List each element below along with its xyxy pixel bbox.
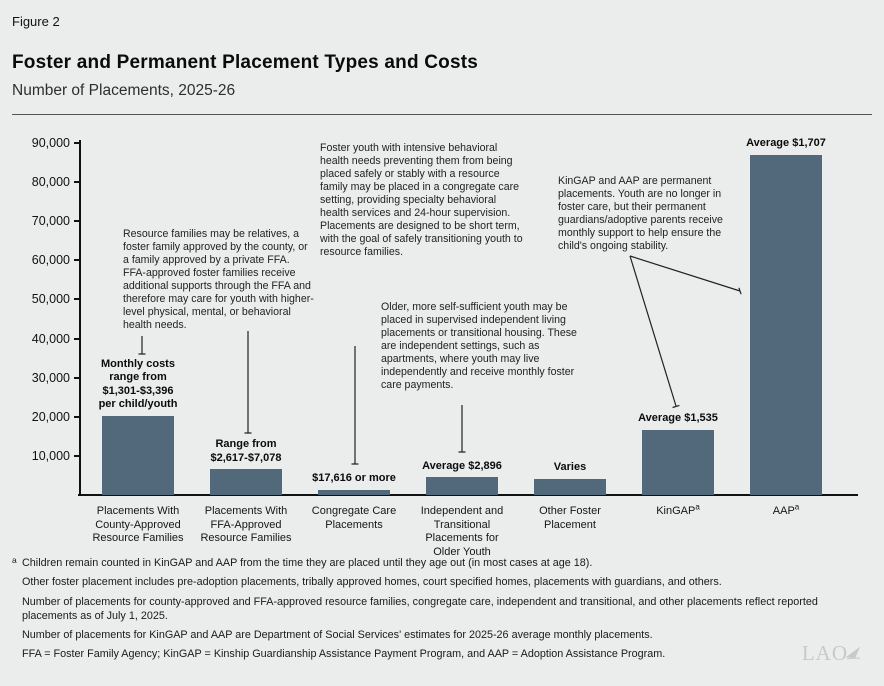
y-tick-label: 20,000 — [31, 409, 70, 424]
leader-line-independent — [458, 405, 466, 453]
y-tick-label: 70,000 — [31, 214, 70, 229]
y-tick — [74, 376, 80, 379]
category-label: Other Foster Placement — [539, 505, 601, 531]
category-label: Independent and Transitional Placements … — [420, 505, 504, 558]
y-tick-label: 10,000 — [31, 448, 70, 463]
bar — [750, 154, 822, 495]
footnote-a: a Children remain counted in KinGAP and … — [12, 555, 868, 570]
bar-value-label: Range from $2,617-$7,078 — [210, 438, 282, 464]
category-label: Congregate Care Placements — [311, 505, 397, 531]
bar-value-label: Average $1,707 — [746, 137, 826, 150]
annotation-older-youth: Older, more self-sufficient youth may be… — [381, 301, 577, 391]
leader-line-county — [138, 336, 146, 355]
bar — [426, 477, 498, 495]
bar-value-label: Average $1,535 — [638, 412, 718, 425]
footnote-reported-placements: Number of placements for county-approved… — [22, 595, 818, 622]
y-tick-label: 30,000 — [31, 370, 70, 385]
lao-quill-icon — [846, 645, 861, 659]
figure-number: Figure 2 — [12, 14, 60, 29]
annotation-congregate-care: Foster youth with intensive behavioral h… — [320, 142, 523, 258]
category-label: KinGAPa — [656, 502, 700, 517]
category-label: Placements With FFA-Approved Resource Fa… — [200, 505, 292, 544]
leader-line-ffa — [244, 331, 252, 434]
y-tick-label: 50,000 — [31, 292, 70, 307]
x-axis-line — [78, 494, 858, 496]
y-tick-label: 80,000 — [31, 175, 70, 190]
y-tick — [74, 259, 80, 262]
annotation-kingap-aap: KinGAP and AAP are permanent placements.… — [558, 175, 723, 252]
bar-value-label: Average $2,896 — [422, 459, 502, 472]
y-tick-label: 60,000 — [31, 253, 70, 268]
bar-value-label: Varies — [553, 461, 587, 474]
page-subtitle: Number of Placements, 2025-26 — [12, 82, 236, 99]
y-tick — [74, 220, 80, 223]
footnote-a-text: Children remain counted in KinGAP and AA… — [22, 557, 593, 569]
footnote-acronyms: FFA = Foster Family Agency; KinGAP = Kin… — [22, 648, 666, 661]
category-superscript: a — [794, 502, 800, 512]
y-tick — [74, 142, 80, 144]
lao-logo-text: LAO — [801, 641, 848, 665]
leader-line-aap — [629, 255, 742, 295]
lao-logo: LAO — [802, 641, 862, 666]
bar-value-label: $17,616 or more — [312, 472, 396, 485]
y-tick-label: 90,000 — [31, 136, 70, 150]
y-tick — [74, 454, 80, 457]
bar — [210, 469, 282, 495]
leader-line-congregate — [351, 346, 359, 465]
footnote-dss-estimates: Number of placements for KinGAP and AAP … — [22, 629, 653, 641]
footnote-a-marker: a — [12, 555, 17, 565]
y-axis-line — [79, 140, 81, 496]
leader-line-kingap — [629, 255, 680, 409]
bar — [318, 489, 390, 495]
y-tick — [74, 298, 80, 301]
bar — [102, 415, 174, 495]
category-label: Placements With County-Approved Resource… — [92, 505, 184, 544]
category-label: AAPa — [772, 502, 800, 517]
footnote-other-placement: Other foster placement includes pre-adop… — [22, 576, 722, 589]
bar-value-label: Monthly costs range from $1,301-$3,396 p… — [98, 357, 178, 411]
bar — [642, 429, 714, 495]
y-tick-label: 40,000 — [31, 331, 70, 346]
page-title: Foster and Permanent Placement Types and… — [12, 52, 479, 73]
annotation-resource-families: Resource families may be relatives, a fo… — [123, 228, 314, 331]
y-tick — [74, 415, 80, 418]
category-superscript: a — [695, 502, 700, 512]
y-tick — [74, 337, 80, 340]
y-tick — [74, 181, 80, 184]
bar — [534, 478, 606, 495]
header-divider — [12, 114, 872, 115]
footnotes: a Children remain counted in KinGAP and … — [12, 555, 868, 667]
